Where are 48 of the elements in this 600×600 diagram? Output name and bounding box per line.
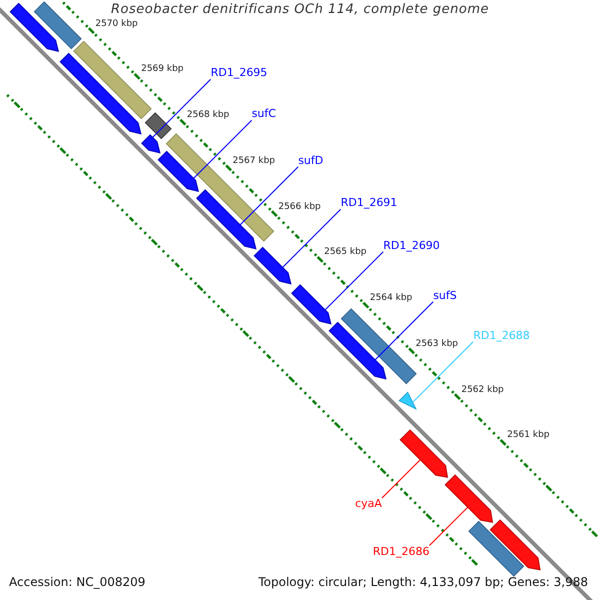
leader-line — [193, 120, 252, 179]
position-label: 2564 kbp — [370, 294, 412, 304]
map-title: Roseobacter denitrificans OCh 114, complete genome — [111, 3, 489, 18]
position-label: 2569 kbp — [141, 65, 184, 76]
leader-line — [324, 251, 384, 310]
gene-label: RD1_2690 — [383, 240, 440, 252]
position-label: 2565 kbp — [324, 248, 366, 258]
gene-block — [468, 520, 524, 577]
leader-line — [412, 341, 474, 403]
leader-line — [240, 166, 299, 226]
position-label: 2562 kbp — [461, 386, 504, 396]
gene-label: sufD — [298, 154, 324, 167]
gene-label: RD1_2691 — [340, 197, 398, 210]
accession-text: Accession: NC_008209 — [9, 576, 146, 590]
gene-block — [158, 150, 200, 192]
gene-label: RD1_2688 — [473, 330, 530, 342]
gene-label: RD1_2695 — [210, 67, 268, 80]
genome-stats-text: Topology: circular; Length: 4,133,097 bp; Genes: 3,988 — [258, 576, 588, 590]
leader-line — [374, 301, 434, 360]
gene-block — [60, 52, 142, 135]
leader-line — [428, 506, 468, 546]
gene-label: RD1_2686 — [372, 546, 430, 558]
gene-block — [144, 112, 172, 140]
gene-block — [398, 392, 417, 410]
gene-block — [10, 2, 60, 52]
position-label: 2561 kbp — [507, 431, 550, 442]
leader-line — [282, 208, 342, 268]
leader-line — [152, 78, 212, 138]
position-label: 2566 kbp — [278, 202, 321, 213]
position-label: 2570 kbp — [95, 20, 138, 30]
gene-block — [254, 246, 292, 285]
position-label: 2563 kbp — [416, 340, 458, 350]
gene-block — [196, 189, 257, 250]
gene-block — [141, 134, 161, 154]
gene-label: sufC — [252, 108, 276, 120]
leader-line — [381, 459, 421, 499]
gene-block — [166, 133, 274, 242]
gene-block — [490, 519, 541, 570]
gene-block — [340, 308, 417, 384]
gene-label: cyaA — [355, 498, 382, 510]
gene-label: sufS — [433, 290, 457, 302]
gene-block — [400, 429, 448, 478]
gene-block — [328, 322, 387, 380]
gene-block — [291, 284, 332, 325]
gene-block — [444, 474, 494, 523]
gene-block — [34, 1, 82, 50]
position-label: 2567 kbp — [232, 156, 275, 167]
position-label: 2568 kbp — [186, 111, 230, 122]
